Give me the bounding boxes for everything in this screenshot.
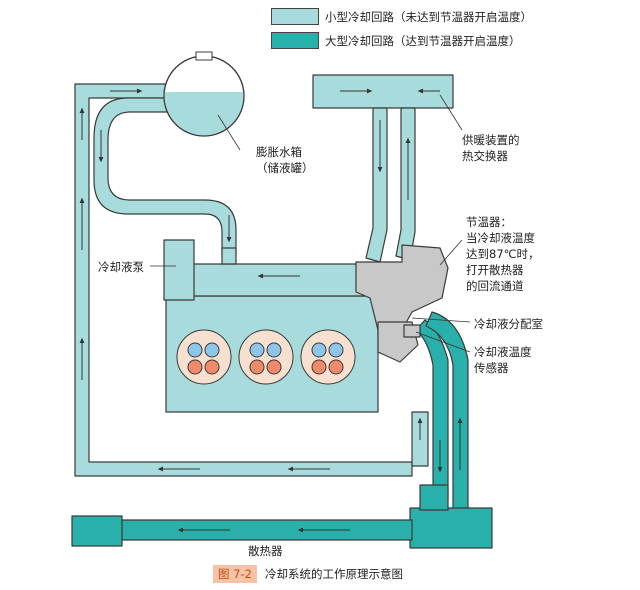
cylinder-2 [238,329,294,385]
heater-core-label-line2: 热交换器 [462,149,508,163]
tank-to-pump-pipe [93,97,237,256]
leader-lines [150,94,471,353]
expansion-tank-label: 膨胀水箱 （储液罐） [256,144,314,176]
sensor-label-line2: 传感器 [474,361,509,375]
cylinder-head [179,263,367,297]
expansion-tank-label-line1: 膨胀水箱 [256,145,302,159]
cylinders [176,329,356,385]
sensor-label-line1: 冷却液温度 [474,345,532,359]
thermostat-label-line5: 的回流通道 [466,279,524,293]
thermostat-label-line1: 节温器： [466,215,512,229]
pump-housing [163,239,195,301]
figure-caption: 图 7-2 冷却系统的工作原理示意图 [213,565,403,583]
figure-title: 冷却系统的工作原理示意图 [264,567,403,581]
thermostat-label-line3: 达到87℃时， [466,247,540,261]
figure-number: 图 7-2 [213,565,257,583]
distribution-chamber-label: 冷却液分配室 [474,317,543,331]
thermostat-label: 节温器： 当冷却液温度 达到87℃时， 打开散热器 的回流通道 [466,214,540,294]
expansion-tank [163,51,245,137]
legend-large-loop: 大型冷却回路（达到节温器开启温度） [271,32,521,49]
radiator [71,515,123,547]
cylinder-3 [300,329,356,385]
lower-connector [409,507,493,549]
pump-label: 冷却液泵 [98,260,144,274]
expansion-tank-label-line2: （储液罐） [256,161,314,175]
temperature-sensor [403,324,421,338]
radiator-outlet-pipe [415,319,449,501]
radiator-hose [121,519,413,541]
thermostat-label-line2: 当冷却液温度 [466,231,535,245]
radiator-label: 散热器 [248,544,283,558]
radiator-return [419,484,449,511]
thermostat-housing [355,244,449,331]
legend-large-loop-label: 大型冷却回路（达到节温器开启温度） [325,33,521,48]
legend-small-loop-label: 小型冷却回路（未达到节温器开启温度） [325,9,532,24]
legend-small-loop: 小型冷却回路（未达到节温器开启温度） [271,8,532,25]
sensor-label: 冷却液温度 传感器 [474,344,532,376]
pump-inlet [221,247,237,265]
heater-core-label: 供暖装置的 热交换器 [462,132,520,164]
heater-tube-right [395,107,416,261]
heater-core-label-line1: 供暖装置的 [462,133,520,147]
legend-swatch-dark [271,32,319,49]
heater-tube-left [365,107,388,263]
cylinder-1 [176,329,232,385]
thermostat-label-line4: 打开散热器 [466,263,524,277]
legend-swatch-light [271,8,319,25]
flow-arrows [79,88,463,533]
